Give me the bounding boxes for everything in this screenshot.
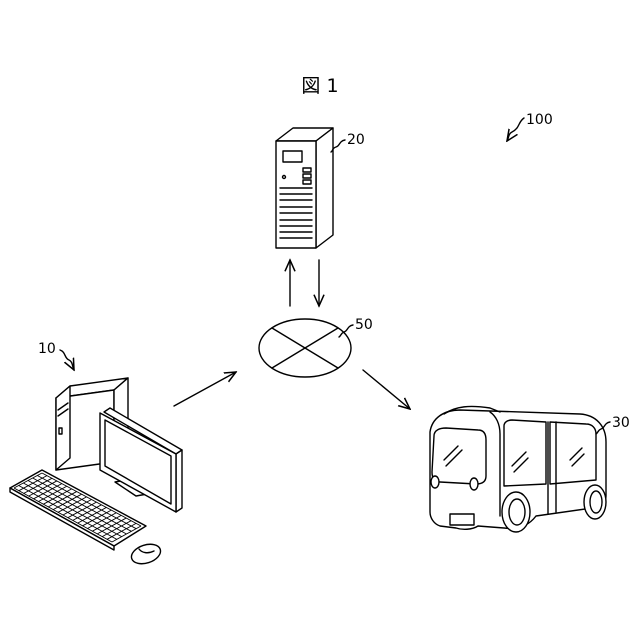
terminal-leader-arrow bbox=[60, 350, 74, 370]
system-leader-arrow bbox=[507, 118, 524, 141]
system-label: 100 bbox=[526, 112, 553, 128]
network-icon bbox=[259, 319, 351, 377]
terminal-label: 10 bbox=[38, 341, 56, 357]
monitor-icon bbox=[100, 408, 182, 512]
autonomous-vehicle-icon bbox=[430, 406, 606, 532]
network-label: 50 bbox=[355, 317, 373, 333]
server-label: 20 bbox=[347, 132, 365, 148]
vehicle-label: 30 bbox=[612, 415, 630, 431]
network-to-vehicle-arrow bbox=[363, 370, 410, 409]
server-icon bbox=[276, 128, 333, 248]
mouse-icon bbox=[129, 541, 163, 567]
figure-title: 図 1 bbox=[301, 75, 338, 97]
terminal-to-network-arrow bbox=[174, 372, 236, 406]
